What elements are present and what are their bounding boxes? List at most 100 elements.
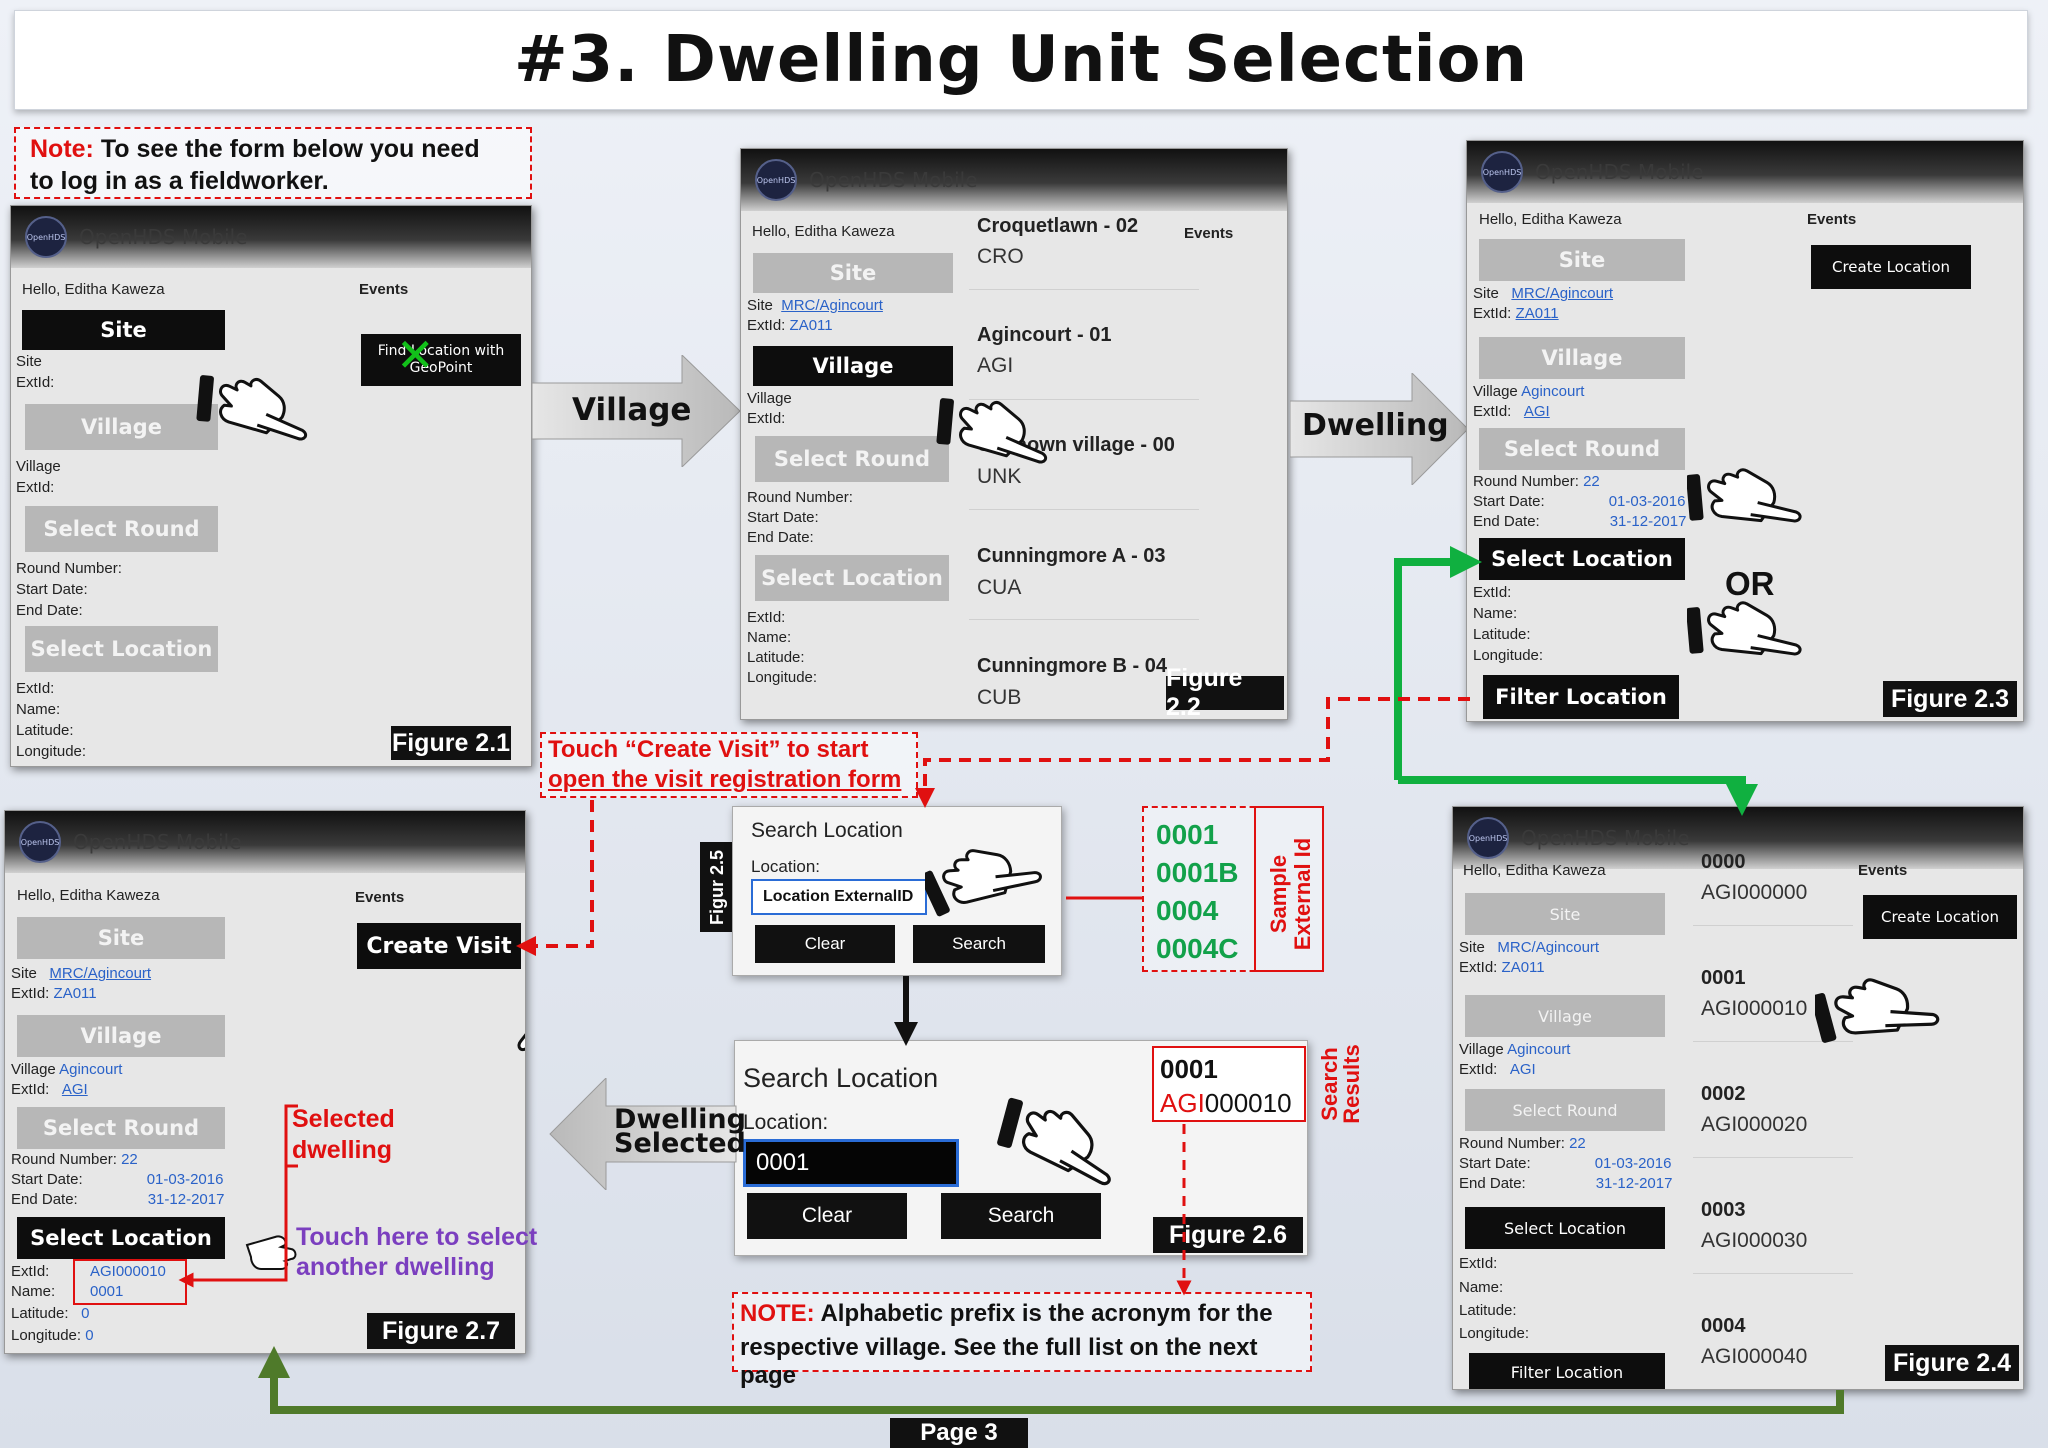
clear-button[interactable]: Clear (755, 925, 895, 963)
select-round-button[interactable]: Select Round (17, 1107, 225, 1149)
openhds-logo: OpenHDS (755, 159, 797, 201)
village-item-name[interactable]: Croquetlawn - 02 (977, 215, 1139, 237)
village-button[interactable]: Village (1479, 337, 1685, 379)
extid-label: ExtId: (11, 985, 50, 1002)
location-extid-label: ExtId: (1473, 584, 1512, 601)
sample-external-id-label-box: Sample External Id (1254, 806, 1324, 972)
location-extid-label: ExtId: (16, 680, 55, 697)
prefix-note-box: NOTE: Alphabetic prefix is the acronym f… (732, 1292, 1312, 1389)
location-input[interactable]: 0001 (743, 1139, 959, 1187)
site-button[interactable]: Site (17, 917, 225, 959)
list-divider (969, 399, 1199, 400)
red-dashed-arrow-create-visit (516, 800, 594, 956)
list-divider (1693, 1041, 1853, 1042)
search-button[interactable]: Search (941, 1193, 1101, 1239)
search-results-label-text: Search Results (1317, 1039, 1364, 1129)
site-extid-value[interactable]: ZA011 (1515, 305, 1559, 322)
start-date-value: 01-03-2016 (1608, 493, 1686, 510)
end-date-label: End Date: (11, 1191, 78, 1208)
select-round-button[interactable]: Select Round (25, 506, 218, 552)
site-button[interactable]: Site (753, 253, 953, 293)
dialog-title: Search Location (743, 1063, 939, 1093)
page-footer: Page 3 (890, 1418, 1028, 1448)
site-button[interactable]: Site (1465, 893, 1665, 935)
village-label: Village (1473, 383, 1518, 400)
list-divider (969, 619, 1199, 620)
village-item-code: CUA (977, 576, 1022, 599)
hand-pointer-icon (936, 379, 1056, 499)
site-value-link[interactable]: MRC/Agincourt (49, 965, 152, 982)
village-button[interactable]: Village (1465, 995, 1665, 1037)
village-item-name[interactable]: Cunningmore B - 04 (977, 655, 1168, 677)
list-divider (1693, 925, 1853, 926)
name-label: Name: (747, 629, 792, 646)
hand-pointer-icon (997, 1091, 1122, 1211)
search-results-line-1: Search (1317, 1047, 1342, 1121)
search-button[interactable]: Search (913, 925, 1045, 963)
location-extid-value: AGI000010 (90, 1263, 166, 1280)
greeting: Hello, Editha Kaweza (1463, 862, 1606, 879)
selected-dwelling-highlight (73, 1259, 187, 1305)
location-label: Location: (751, 857, 820, 876)
village-extid-label: ExtId: (16, 479, 55, 496)
site-value-link[interactable]: MRC/Agincourt (781, 297, 883, 314)
find-location-line-2: GeoPoint (409, 360, 473, 376)
site-value-link[interactable]: MRC/Agincourt (1511, 285, 1614, 302)
sample-id: 0001 (1156, 819, 1219, 850)
app-name: OpenHDS Mobile (79, 225, 248, 249)
app-name: OpenHDS Mobile (809, 168, 978, 192)
search-results-label: Search Results (1296, 1044, 1386, 1123)
select-round-button[interactable]: Select Round (755, 436, 949, 482)
select-round-button[interactable]: Select Round (1465, 1089, 1665, 1131)
village-label: Village (1459, 1041, 1504, 1058)
hand-pointer-icon (1687, 579, 1809, 699)
greeting: Hello, Editha Kaweza (22, 281, 165, 298)
select-location-button[interactable]: Select Location (17, 1217, 225, 1259)
site-button[interactable]: Site (1479, 239, 1685, 281)
site-label: Site (16, 353, 42, 370)
hand-pointer-icon (1687, 446, 1809, 566)
location-item-id[interactable]: 0002 (1701, 1083, 1746, 1105)
select-location-button[interactable]: Select Location (25, 626, 218, 672)
create-location-button[interactable]: Create Location (1863, 895, 2017, 939)
events-label: Events (355, 889, 405, 906)
extid-label: ExtId: (1473, 305, 1512, 322)
events-label: Events (1807, 211, 1857, 228)
select-location-button[interactable]: Select Location (1479, 538, 1685, 580)
select-location-button[interactable]: Select Location (1465, 1207, 1665, 1249)
location-externalid-input[interactable]: Location ExternalID (751, 879, 927, 915)
clear-button[interactable]: Clear (747, 1193, 907, 1239)
village-item-name[interactable]: Cunningmore A - 03 (977, 545, 1166, 567)
village-button[interactable]: Village (753, 346, 953, 386)
extid-label: ExtId: (1459, 959, 1498, 976)
location-item-id[interactable]: 0000 (1701, 851, 1746, 873)
filter-location-button[interactable]: Filter Location (1483, 675, 1679, 719)
figure-2-5-text: Figur 2.5 (706, 849, 727, 925)
create-visit-button[interactable]: Create Visit (357, 923, 521, 969)
site-label: Site (11, 965, 37, 982)
find-location-geopoint-button[interactable]: Find Location with GeoPoint ✕ (361, 328, 521, 386)
figure-2-7-label: Figure 2.7 (367, 1313, 515, 1349)
location-item-id[interactable]: 0004 (1701, 1315, 1746, 1337)
village-button[interactable]: Village (25, 404, 218, 450)
filter-location-button[interactable]: Filter Location (1469, 1353, 1665, 1389)
select-round-button[interactable]: Select Round (1479, 428, 1685, 470)
site-button[interactable]: Site (22, 310, 225, 350)
name-label: Name: (1459, 1279, 1504, 1296)
village-button[interactable]: Village (17, 1015, 225, 1057)
village-extid-value[interactable]: AGI (61, 1081, 88, 1098)
village-extid-value[interactable]: AGI (1523, 403, 1550, 420)
location-item-id[interactable]: 0003 (1701, 1199, 1746, 1221)
select-location-button[interactable]: Select Location (755, 555, 949, 601)
end-date-label: End Date: (1473, 513, 1540, 530)
longitude-label: Longitude: (16, 743, 87, 760)
location-item-id[interactable]: 0001 (1701, 967, 1746, 989)
create-location-button[interactable]: Create Location (1811, 245, 1971, 289)
disabled-x-icon: ✕ (396, 328, 435, 382)
village-value: Agincourt (1521, 383, 1585, 400)
village-item-name[interactable]: Agincourt - 01 (977, 324, 1112, 346)
greeting: Hello, Editha Kaweza (1479, 211, 1622, 228)
search-result-box[interactable]: 0001 AGI000010 (1152, 1046, 1306, 1122)
location-extid-label: ExtId: (747, 609, 786, 626)
dwelling-flow-arrow (1290, 373, 1469, 485)
